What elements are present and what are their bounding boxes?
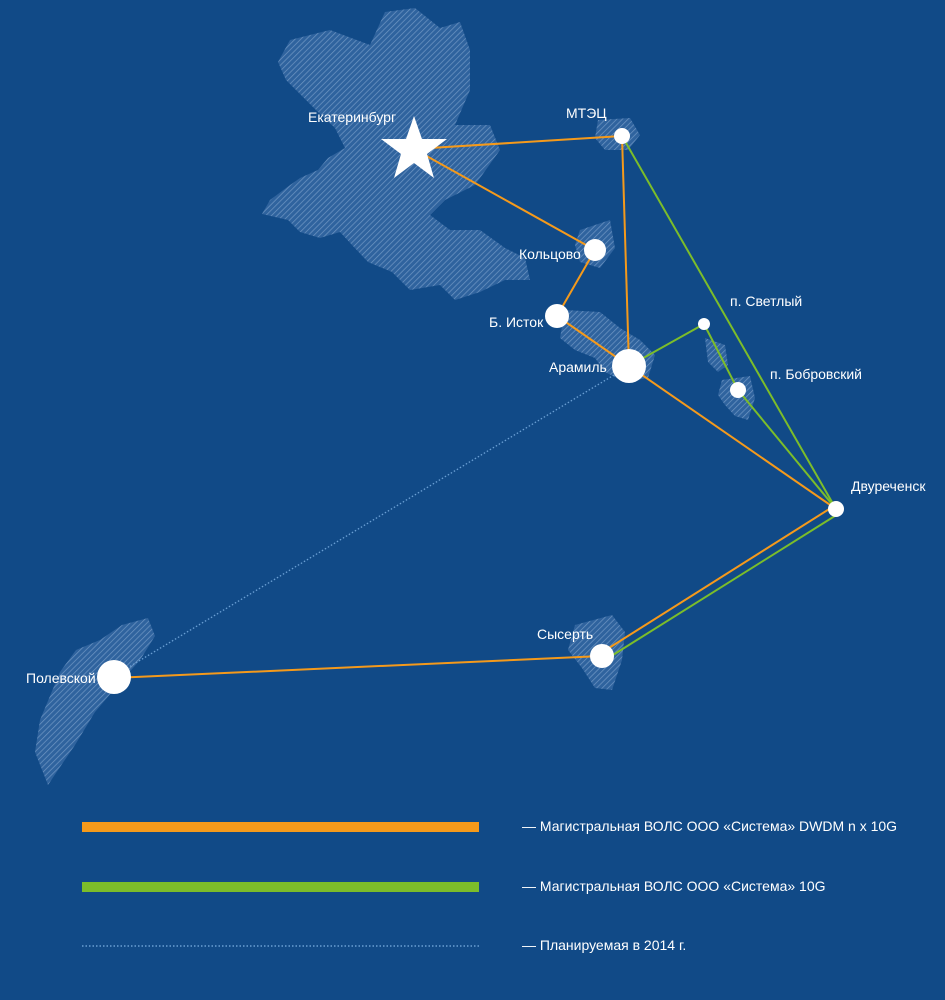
legend-swatch-dwdm <box>82 822 479 832</box>
legend-label-dwdm: — Магистральная ВОЛС ООО «Система» DWDM … <box>522 818 897 834</box>
label-b-istok: Б. Исток <box>489 314 544 330</box>
legend-label-10g: — Магистральная ВОЛС ООО «Система» 10G <box>522 878 826 894</box>
label-koltsovo: Кольцово <box>519 246 581 262</box>
label-polevskoy: Полевской <box>26 670 96 686</box>
nodes <box>97 116 844 694</box>
legend-swatch-10g <box>82 882 479 892</box>
dwdm-links <box>113 135 837 679</box>
link-dwdm-aramil-dvurechensk <box>628 365 837 510</box>
label-sysert: Сысерть <box>537 626 593 642</box>
link-10g-dvurechensk-sysert <box>604 513 839 661</box>
city-labels: Екатеринбург МТЭЦ Кольцово Б. Исток Арам… <box>26 105 926 686</box>
planned-link-aramil-polevskoy <box>113 365 630 677</box>
link-10g-bobrovsky-dvurechensk <box>737 389 837 510</box>
link-10g-mtec-dvurechensk <box>621 135 837 510</box>
legend-label-planned: — Планируемая в 2014 г. <box>522 937 686 953</box>
node-sysert <box>590 644 614 668</box>
territory-polevskoy <box>35 618 155 785</box>
label-aramil: Арамиль <box>549 359 607 375</box>
node-koltsovo <box>584 239 606 261</box>
link-dwdm-ekb-koltsovo <box>413 148 596 251</box>
node-svetly <box>698 318 710 330</box>
label-mtec: МТЭЦ <box>566 105 607 121</box>
node-aramil <box>612 349 646 383</box>
node-mtec <box>614 128 630 144</box>
label-bobrovsky: п. Бобровский <box>770 366 862 382</box>
link-dwdm-mtec-aramil <box>621 135 630 367</box>
territory-bobrovsky <box>718 376 755 420</box>
label-dvurechensk: Двуреченск <box>851 478 926 494</box>
legend: — Магистральная ВОЛС ООО «Система» DWDM … <box>82 818 897 953</box>
link-10g-svetly-bobrovsky <box>703 323 739 391</box>
link-dwdm-ekb-mtec <box>413 135 623 150</box>
node-b-istok <box>545 304 569 328</box>
label-svetly: п. Светлый <box>730 293 802 309</box>
node-bobrovsky <box>730 382 746 398</box>
node-dvurechensk <box>828 501 844 517</box>
label-ekaterinburg: Екатеринбург <box>308 109 396 125</box>
link-dwdm-sysert-polevskoy <box>113 655 603 679</box>
capital-star-icon <box>381 116 447 178</box>
link-dwdm-dvurechensk-sysert <box>600 505 835 654</box>
territory-ekaterinburg <box>262 8 530 300</box>
link-dwdm-koltsovo-bistok <box>556 249 596 317</box>
node-polevskoy <box>97 660 131 694</box>
territory-svetly <box>705 338 728 372</box>
planned-links <box>113 365 630 677</box>
